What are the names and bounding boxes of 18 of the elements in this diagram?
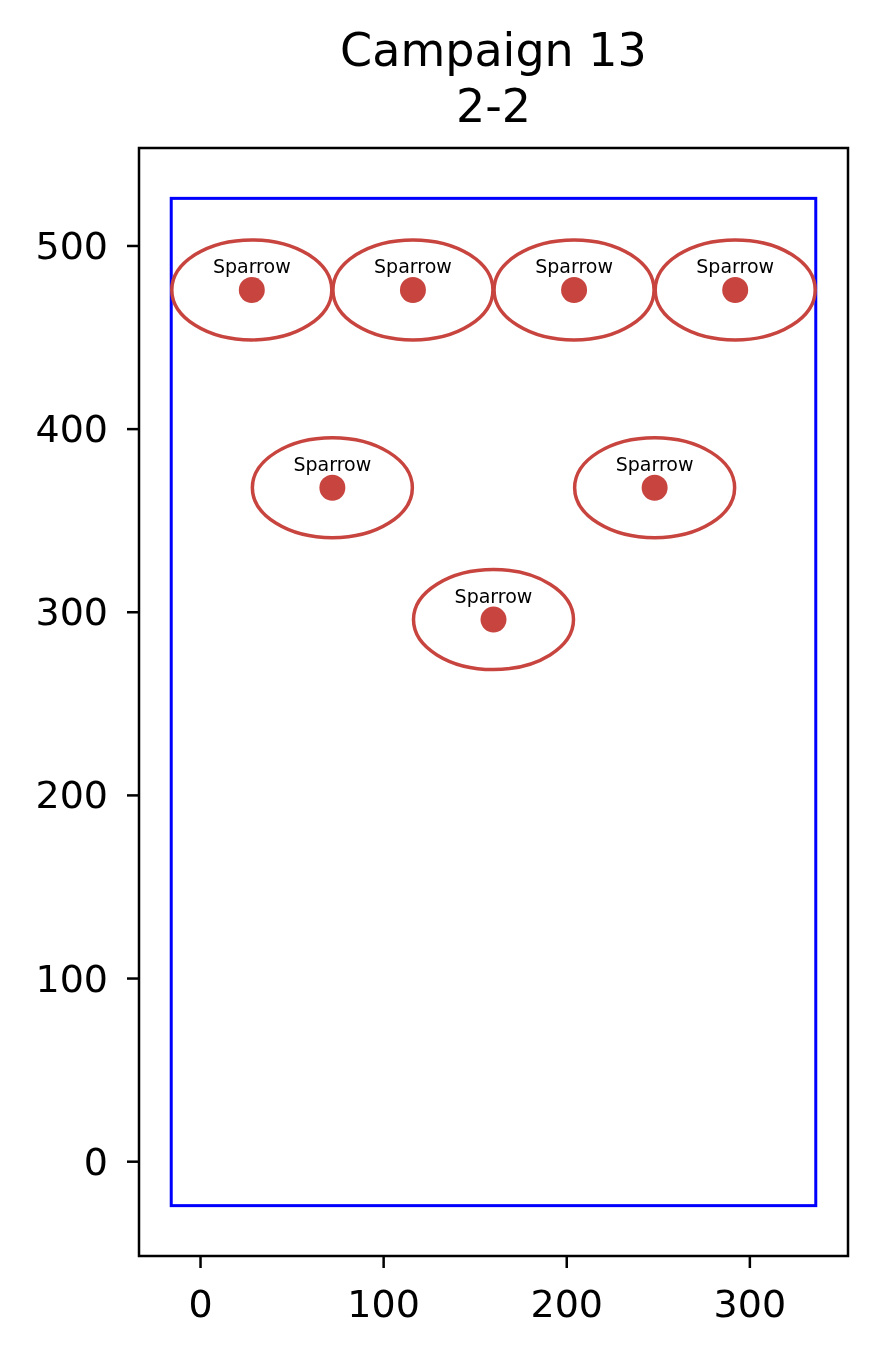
- tick-label: 100: [35, 959, 108, 998]
- tick-label: 300: [713, 1285, 787, 1323]
- point-label: Sparrow: [374, 256, 452, 276]
- tick-label: 500: [35, 226, 108, 265]
- tick-label: 200: [35, 776, 108, 815]
- tick-label: 100: [347, 1285, 420, 1323]
- tick-label: 300: [35, 593, 108, 632]
- chart-title: Campaign 13 2-2: [339, 22, 648, 134]
- point-label: Sparrow: [212, 256, 291, 276]
- tick-label: 400: [35, 410, 108, 449]
- point-label: Sparrow: [454, 586, 533, 606]
- point-label: Sparrow: [615, 454, 694, 474]
- tick-label: 200: [530, 1285, 603, 1323]
- point-label: Sparrow: [535, 256, 613, 276]
- tick-label: 0: [188, 1285, 213, 1323]
- point-label: Sparrow: [696, 256, 775, 276]
- point-label: Sparrow: [293, 454, 372, 474]
- tick-label: 0: [83, 1142, 108, 1181]
